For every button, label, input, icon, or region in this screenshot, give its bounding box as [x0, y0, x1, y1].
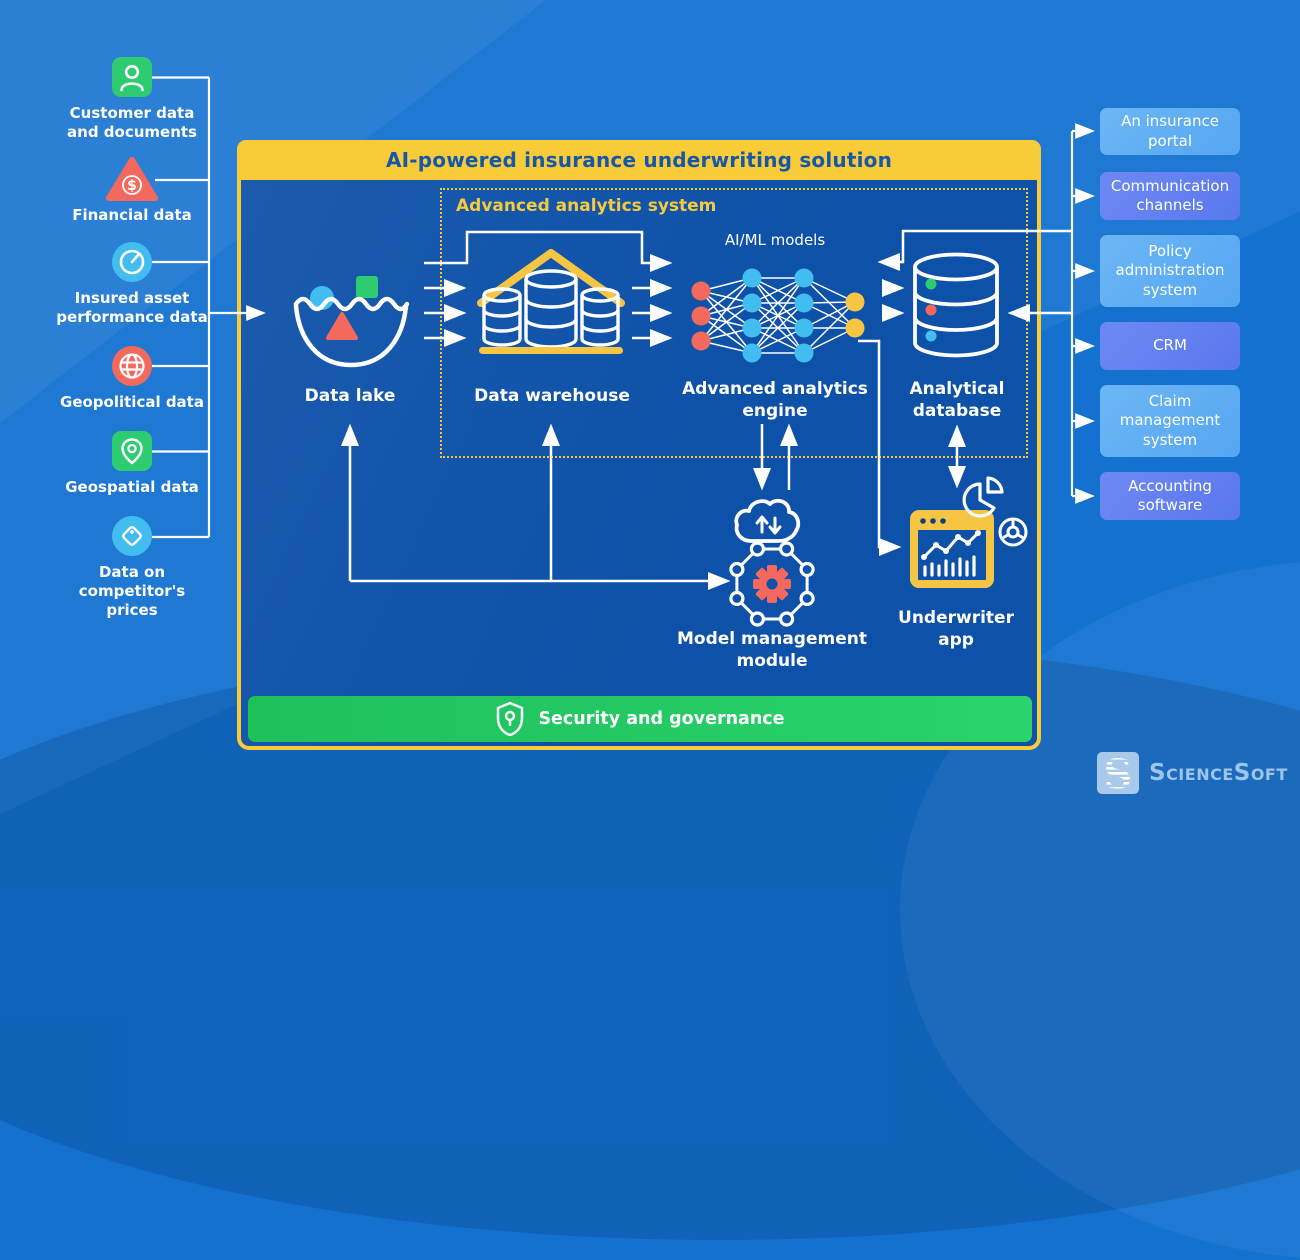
sciencesoft-logo-icon: S: [1097, 752, 1139, 794]
model-sync-cloud-icon: [734, 498, 801, 543]
aiml-models-label: AI/ML models: [724, 231, 826, 249]
data-lake-label: Data lake: [304, 386, 396, 406]
analytical-database-label: Analytical database: [909, 379, 1005, 421]
source-label-financial-data: Financial data: [72, 206, 192, 224]
source-label-geopolitical: Geopolitical data: [60, 393, 204, 411]
price-tag-icon: [112, 516, 152, 556]
gear-icon: [753, 565, 791, 603]
security-governance-label: Security and governance: [538, 709, 785, 729]
solution-title: AI-powered insurance underwriting soluti…: [385, 148, 893, 172]
advanced-analytics-system-box: [440, 188, 1028, 458]
analytical-database-icon: [913, 252, 999, 358]
source-label-competitor-prices: Data on competitor's prices: [78, 563, 186, 620]
svg-text:S: S: [1104, 752, 1133, 794]
integration-claim-management: Claim management system: [1100, 385, 1240, 457]
data-warehouse-icon: [477, 249, 625, 354]
integration-accounting-software: Accounting software: [1100, 472, 1240, 520]
integration-crm: CRM: [1100, 322, 1240, 370]
analytics-engine-label: Advanced analytics engine: [682, 379, 868, 421]
advanced-analytics-system-label: Advanced analytics system: [456, 196, 717, 216]
globe-icon: [112, 346, 152, 386]
shield-icon: [497, 701, 524, 737]
user-icon: [112, 57, 152, 97]
model-management-label: Model management module: [677, 629, 867, 671]
sciencesoft-logo: S ScienceSoft: [1097, 752, 1288, 794]
model-management-icon: [729, 541, 815, 627]
integration-communication-channels: Communication channels: [1100, 172, 1240, 220]
integration-insurance-portal: An insurance portal: [1100, 108, 1240, 155]
integration-policy-administration: Policy administration system: [1100, 235, 1240, 307]
sciencesoft-logo-text: ScienceSoft: [1149, 760, 1288, 786]
underwriter-app-icon: [910, 510, 994, 588]
solution-header: AI-powered insurance underwriting soluti…: [237, 140, 1041, 180]
dollar-triangle-icon: $: [106, 157, 158, 201]
source-label-customer-data: Customer data and documents: [67, 104, 197, 142]
data-warehouse-label: Data warehouse: [474, 386, 630, 406]
source-label-insured-asset: Insured asset performance data: [56, 289, 208, 327]
underwriter-app-label: Underwriter app: [898, 608, 1014, 650]
donut-chart-icon: [998, 517, 1028, 547]
location-pin-icon: [112, 431, 152, 471]
security-governance-bar: Security and governance: [248, 696, 1032, 742]
pie-chart-icon: [962, 476, 1004, 518]
data-lake-icon: [293, 276, 410, 368]
svg-text:$: $: [127, 178, 137, 194]
source-label-geospatial: Geospatial data: [65, 478, 199, 496]
gauge-icon: [112, 242, 152, 282]
